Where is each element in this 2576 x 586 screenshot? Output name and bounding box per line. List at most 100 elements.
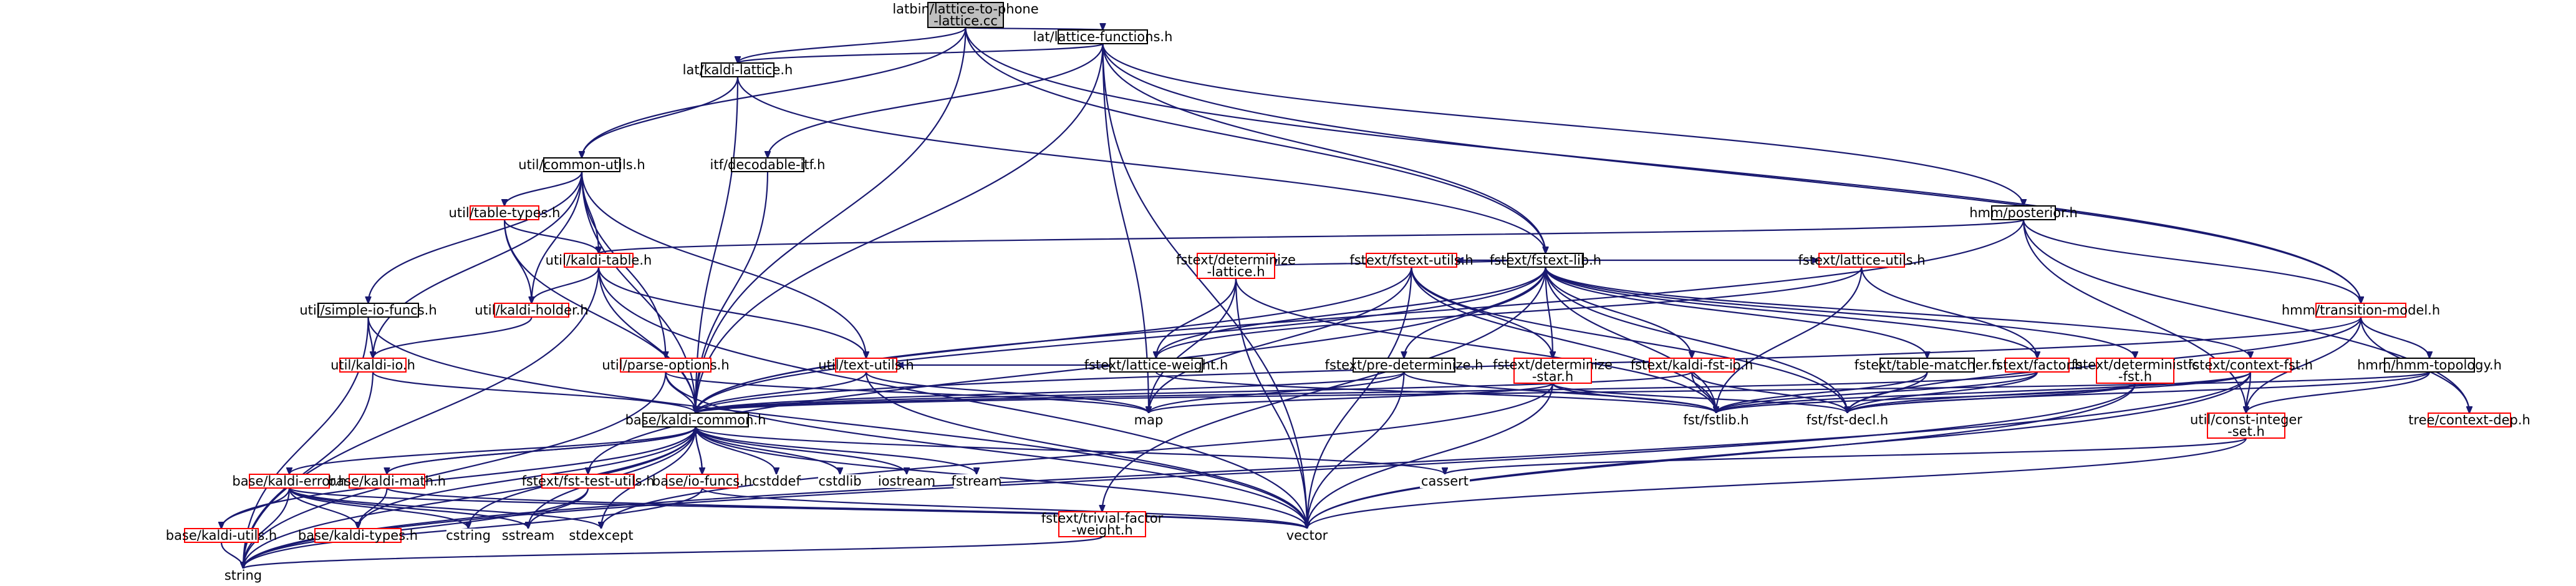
node-table-matcher[interactable]: fstext/table-matcher.h: [1855, 358, 2000, 373]
node-fst-test-utils[interactable]: fstext/fst-test-utils.h: [521, 474, 655, 489]
edge-fstext-lib-to-kaldi-fst-io: [1545, 266, 1692, 358]
node-box: [1818, 253, 1905, 268]
node-kaldi-fst-io[interactable]: fstext/kaldi-fst-io.h: [1631, 358, 1754, 373]
node-deterministic-fst[interactable]: fstext/deterministic-fst.h: [2072, 358, 2199, 384]
node-parse-options[interactable]: util/parse-options.h: [602, 358, 730, 373]
node-label: cstdlib: [818, 474, 861, 489]
node-lattice-functions[interactable]: lat/lattice-functions.h: [1033, 29, 1173, 44]
node-kaldi-types[interactable]: base/kaldi-types.h: [298, 528, 418, 543]
node-label: hmm/hmm-topology.h: [2357, 358, 2502, 373]
node-determinize-lattice[interactable]: fstext/determinize-lattice.h: [1176, 253, 1296, 280]
node-kaldi-math[interactable]: base/kaldi-math.h: [328, 474, 446, 489]
edge-fstext-utils-to-kaldi-common: [696, 266, 1412, 413]
node-label: fstext/pre-determinize.h: [1325, 358, 1483, 373]
node-simple-io-funcs[interactable]: util/simple-io-funcs.h: [299, 303, 437, 318]
node-box: [1879, 358, 1975, 373]
node-kaldi-table[interactable]: util/kaldi-table.h: [546, 253, 652, 268]
edge-context-fst-to-fst-decl: [1848, 371, 2252, 413]
node-cstring[interactable]: cstring: [446, 528, 491, 543]
node-box: [2005, 358, 2070, 373]
dependency-nodes: latbin/lattice-to-phone-lattice.cclat/la…: [166, 2, 2530, 584]
edge-fstext-lib-to-lattice-weight: [1156, 266, 1546, 358]
node-map[interactable]: map: [1133, 413, 1164, 427]
node-fstext-utils[interactable]: fstext/fstext-utils.h: [1349, 253, 1474, 268]
edge-const-integer-set-to-vector: [1307, 437, 2247, 529]
node-context-fst[interactable]: fstext/context-fst.h: [2188, 358, 2313, 373]
edge-lattice-functions-to-fstext-lib: [1102, 43, 1546, 253]
node-factor[interactable]: fstext/factor.h: [1992, 358, 2083, 373]
node-kaldi-common[interactable]: base/kaldi-common.h: [625, 413, 766, 427]
node-label: cassert: [1421, 474, 1469, 489]
node-iostream[interactable]: iostream: [878, 474, 935, 489]
node-text-utils[interactable]: util/text-utils.h: [818, 358, 914, 373]
node-decodable-itf[interactable]: itf/decodable-itf.h: [710, 157, 826, 172]
node-hmm-topology[interactable]: hmm/hmm-topology.h: [2357, 358, 2502, 373]
node-label: tree/context-dep.h: [2408, 413, 2530, 427]
edge-kaldi-error-to-cstring: [288, 487, 468, 529]
node-label: -weight.h: [1071, 523, 1132, 538]
node-lattice-weight[interactable]: fstext/lattice-weight.h: [1084, 358, 1228, 373]
node-cstddef[interactable]: cstddef: [752, 474, 801, 489]
node-stdexcept[interactable]: stdexcept: [569, 528, 633, 543]
node-box: [1513, 358, 1592, 384]
node-const-integer-set[interactable]: util/const-integer-set.h: [2190, 413, 2302, 439]
node-box: [666, 474, 738, 489]
node-kaldi-utils[interactable]: base/kaldi-utils.h: [166, 528, 277, 543]
node-table-types[interactable]: util/table-types.h: [449, 205, 561, 220]
node-label: util/table-types.h: [449, 205, 561, 220]
edge-context-fst-to-const-integer-set: [2246, 371, 2252, 413]
edge-kaldi-table-to-text-utils: [597, 266, 866, 358]
node-context-dep[interactable]: tree/context-dep.h: [2408, 413, 2530, 427]
node-box: [1817, 413, 1878, 427]
node-io-funcs[interactable]: base/io-funcs.h: [652, 474, 752, 489]
edge-root-to-fstext-lib: [965, 27, 1546, 253]
edge-lattice-functions-to-map: [1102, 43, 1149, 413]
node-kaldi-lattice[interactable]: lat/kaldi-lattice.h: [683, 62, 793, 77]
node-lattice-utils[interactable]: fstext/lattice-utils.h: [1798, 253, 1926, 268]
node-kaldi-error[interactable]: base/kaldi-error.h: [232, 474, 347, 489]
edge-kaldi-lattice-to-fstext-lib: [736, 76, 1546, 253]
node-fstlib[interactable]: fst/fstlib.h: [1683, 413, 1749, 427]
node-string[interactable]: string: [221, 568, 265, 583]
node-transition-model[interactable]: hmm/transition-model.h: [2282, 303, 2440, 318]
edge-parse-options-to-string: [243, 371, 667, 569]
node-box: [446, 529, 490, 542]
edge-const-integer-set-to-cassert: [1445, 437, 2247, 474]
node-common-utils[interactable]: util/common-utils.h: [518, 157, 645, 172]
node-box: [1133, 413, 1164, 427]
node-pre-determinize[interactable]: fstext/pre-determinize.h: [1325, 358, 1483, 373]
edge-fstext-lib-to-factor: [1545, 266, 2038, 358]
edge-fstext-utils-to-fstlib: [1411, 266, 1717, 413]
node-box: [2209, 358, 2292, 373]
node-label: stdexcept: [569, 528, 633, 543]
edge-kaldi-common-to-stdexcept: [601, 426, 697, 529]
node-posterior[interactable]: hmm/posterior.h: [1969, 205, 2078, 220]
node-label: util/kaldi-holder.h: [475, 303, 588, 318]
node-kaldi-io[interactable]: util/kaldi-io.h: [330, 358, 415, 373]
node-trivial-factor-weight[interactable]: fstext/trivial-factor-weight.h: [1041, 511, 1164, 538]
node-box: [564, 253, 634, 268]
node-label: fstext/fst-test-utils.h: [521, 474, 654, 489]
node-fst-decl[interactable]: fst/fst-decl.h: [1807, 413, 1888, 427]
edge-kaldi-math-to-vector: [386, 487, 1308, 529]
node-box: [1058, 29, 1148, 44]
node-label: fstext/trivial-factor: [1041, 511, 1164, 526]
node-kaldi-holder[interactable]: util/kaldi-holder.h: [475, 303, 589, 318]
node-fstext-lib[interactable]: fstext/fstext-lib.h: [1490, 253, 1601, 268]
node-sstream[interactable]: sstream: [502, 528, 555, 543]
edge-fstext-lib-to-determinize-star: [1545, 266, 1553, 358]
edge-common-utils-to-simple-io-funcs: [369, 171, 583, 303]
node-box: [701, 62, 774, 77]
node-determinize-star[interactable]: fstext/determinize-star.h: [1493, 358, 1613, 384]
node-vector[interactable]: vector: [1282, 528, 1332, 543]
node-root[interactable]: latbin/lattice-to-phone-lattice.cc: [892, 2, 1038, 29]
node-label: -star.h: [1532, 369, 1573, 384]
node-cassert[interactable]: cassert: [1420, 474, 1470, 489]
node-label: base/kaldi-common.h: [625, 413, 766, 427]
edge-lattice-functions-to-decodable-itf: [768, 43, 1104, 158]
node-fstream[interactable]: fstream: [952, 474, 1002, 489]
node-cstdlib[interactable]: cstdlib: [818, 474, 862, 489]
node-label: lat/lattice-functions.h: [1033, 29, 1173, 44]
edge-kaldi-common-to-kaldi-utils: [221, 426, 697, 529]
node-label: util/kaldi-table.h: [546, 253, 652, 268]
